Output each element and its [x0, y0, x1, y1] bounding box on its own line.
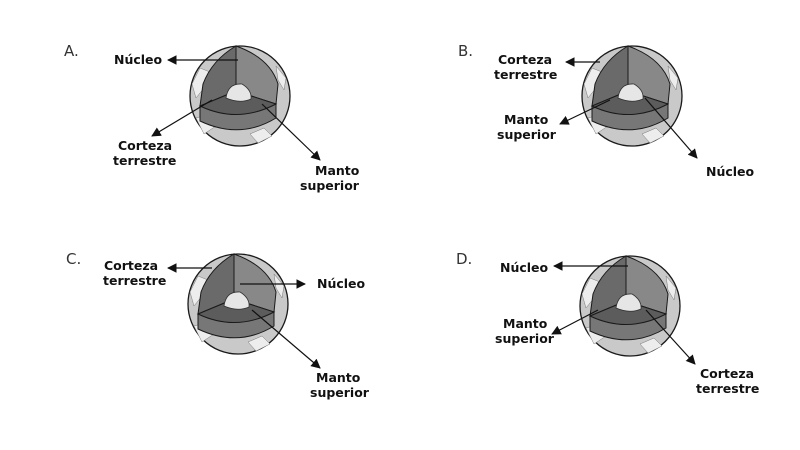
panel-letter: A. [64, 42, 79, 60]
arrow-manto [551, 309, 599, 335]
label-nucleo: Núcleo [114, 52, 163, 67]
arrow-manto [251, 309, 321, 369]
earth-globe [581, 45, 683, 147]
arrow-corteza [645, 309, 696, 365]
panel-letter: C. [66, 250, 81, 268]
label-nucleo: Núcleo [317, 276, 366, 291]
earth-globe [187, 253, 289, 355]
panel-letter: B. [458, 42, 473, 60]
panel-letter: D. [456, 250, 472, 268]
earth-globe [189, 45, 291, 147]
earth-globe [579, 255, 681, 357]
arrow-manto [559, 99, 611, 125]
label-nucleo: Núcleo [706, 164, 755, 179]
arrow-nucleo [644, 97, 698, 159]
arrow-manto [261, 103, 321, 161]
arrow-corteza [151, 99, 213, 137]
label-nucleo: Núcleo [500, 260, 549, 275]
